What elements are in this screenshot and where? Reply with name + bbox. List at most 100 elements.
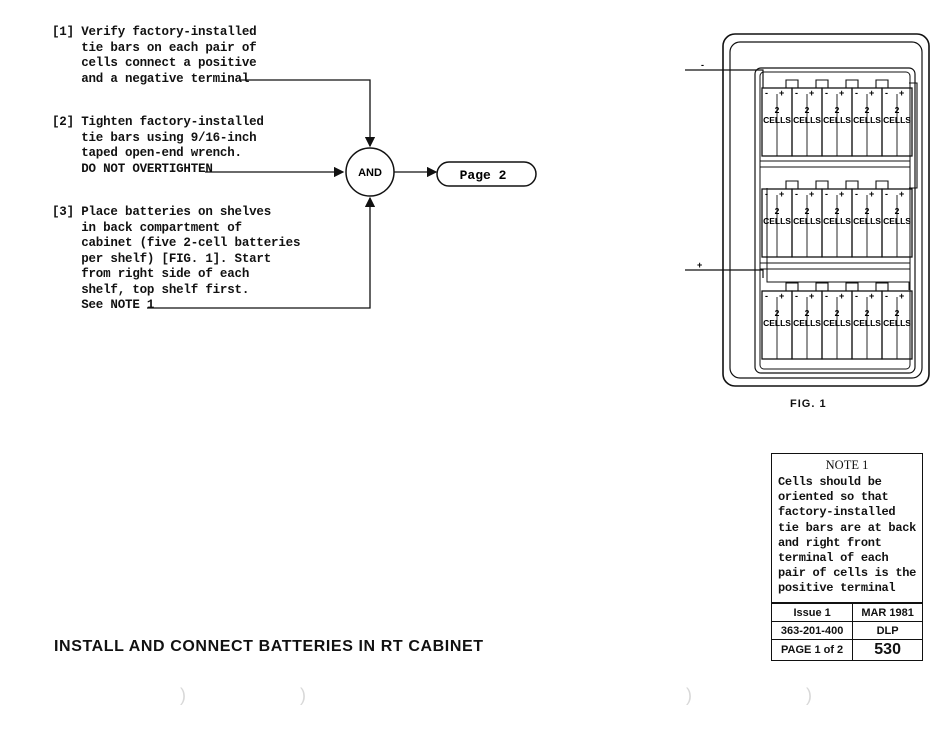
terminal-plus: +	[809, 291, 814, 301]
page-cell: PAGE 1 of 2	[770, 639, 854, 661]
terminal-plus: +	[899, 291, 904, 301]
positive-lead	[685, 269, 764, 278]
page-title: INSTALL AND CONNECT BATTERIES IN RT CABI…	[54, 638, 484, 655]
tie-bar	[875, 180, 889, 189]
cell-word: CELLS	[883, 115, 911, 125]
cell-word: CELLS	[763, 216, 791, 226]
step-2-text: [2] Tighten factory-installed tie bars u…	[52, 115, 264, 176]
tie-bar	[785, 282, 799, 291]
terminal-minus: -	[825, 88, 828, 98]
terminal-minus: -	[855, 291, 858, 301]
doc-number-cell: 363-201-400	[770, 621, 854, 640]
cell-count: 2	[775, 308, 780, 318]
battery-cabinet-figure: - + -+2CELLS-+2CELLS-+2CELLS-+2CELLS-+2C…	[685, 33, 930, 387]
cell-count: 2	[805, 105, 810, 115]
cell-word: CELLS	[823, 216, 851, 226]
terminal-plus: +	[869, 189, 874, 199]
tie-bar	[875, 79, 889, 88]
step-1-text: [1] Verify factory-installed tie bars on…	[52, 25, 257, 86]
terminal-minus: -	[825, 291, 828, 301]
cell-word: CELLS	[853, 115, 881, 125]
tie-bar	[815, 180, 829, 189]
cell-count: 2	[835, 308, 840, 318]
negative-lead-label: -	[701, 60, 704, 70]
terminal-plus: +	[839, 88, 844, 98]
cell-word: CELLS	[763, 115, 791, 125]
cell-count: 2	[805, 308, 810, 318]
dlp-number-cell: 530	[852, 639, 923, 661]
terminal-minus: -	[795, 291, 798, 301]
terminal-plus: +	[869, 88, 874, 98]
step-3-text: [3] Place batteries on shelves in back c…	[52, 205, 301, 312]
terminal-minus: -	[765, 88, 768, 98]
cell-word: CELLS	[883, 318, 911, 328]
cell-word: CELLS	[853, 216, 881, 226]
cell-count: 2	[775, 206, 780, 216]
cell-count: 2	[895, 308, 900, 318]
terminal-minus: -	[765, 291, 768, 301]
terminal-minus: -	[885, 291, 888, 301]
negative-lead	[685, 69, 764, 88]
terminal-plus: +	[779, 291, 784, 301]
terminal-minus: -	[855, 88, 858, 98]
cell-word: CELLS	[763, 318, 791, 328]
positive-lead-label: +	[697, 260, 702, 270]
date-cell: MAR 1981	[852, 603, 923, 622]
tie-bar	[815, 282, 829, 291]
terminal-minus: -	[855, 189, 858, 199]
tie-bar	[845, 180, 859, 189]
tie-bar	[785, 79, 799, 88]
cell-count: 2	[895, 206, 900, 216]
terminal-plus: +	[779, 189, 784, 199]
cell-count: 2	[835, 105, 840, 115]
terminal-plus: +	[839, 189, 844, 199]
terminal-minus: -	[885, 88, 888, 98]
step-3-connector	[147, 196, 376, 309]
terminal-minus: -	[765, 189, 768, 199]
cell-word: CELLS	[793, 216, 821, 226]
next-page-label: Page 2	[460, 168, 507, 183]
terminal-plus: +	[809, 88, 814, 98]
terminal-minus: -	[795, 189, 798, 199]
cell-count: 2	[865, 105, 870, 115]
dlp-label-cell: DLP	[852, 621, 923, 640]
terminal-minus: -	[825, 189, 828, 199]
terminal-plus: +	[899, 88, 904, 98]
next-page-box[interactable]	[436, 161, 537, 187]
cell-count: 2	[865, 206, 870, 216]
cell-count: 2	[835, 206, 840, 216]
battery-shelves: -+2CELLS-+2CELLS-+2CELLS-+2CELLS-+2CELLS…	[761, 79, 913, 360]
step-1-connector	[240, 79, 376, 148]
terminal-minus: -	[885, 189, 888, 199]
terminal-plus: +	[869, 291, 874, 301]
figure-caption: FIG. 1	[790, 398, 827, 410]
note-body: Cells should be oriented so that factory…	[778, 475, 917, 596]
cell-word: CELLS	[823, 318, 851, 328]
cell-word: CELLS	[793, 318, 821, 328]
document-id-block: Issue 1 MAR 1981 363-201-400 DLP PAGE 1 …	[770, 603, 923, 661]
tie-bar	[815, 79, 829, 88]
cell-count: 2	[805, 206, 810, 216]
tie-bar	[845, 282, 859, 291]
note-title: NOTE 1	[825, 458, 869, 472]
terminal-minus: -	[795, 88, 798, 98]
note-box: NOTE 1 Cells should be oriented so that …	[771, 453, 923, 603]
tie-bar	[845, 79, 859, 88]
terminal-plus: +	[839, 291, 844, 301]
issue-cell: Issue 1	[770, 603, 854, 622]
and-gate-label: AND	[358, 167, 382, 179]
cell-word: CELLS	[793, 115, 821, 125]
cabinet-outline	[722, 33, 930, 387]
cell-word: CELLS	[883, 216, 911, 226]
tie-bar	[785, 180, 799, 189]
flowchart-connectors: AND Page 2	[147, 79, 537, 309]
tie-bar	[875, 282, 889, 291]
cell-count: 2	[895, 105, 900, 115]
terminal-plus: +	[899, 189, 904, 199]
cell-count: 2	[775, 105, 780, 115]
cell-count: 2	[865, 308, 870, 318]
cell-word: CELLS	[853, 318, 881, 328]
cell-word: CELLS	[823, 115, 851, 125]
terminal-plus: +	[779, 88, 784, 98]
terminal-plus: +	[809, 189, 814, 199]
